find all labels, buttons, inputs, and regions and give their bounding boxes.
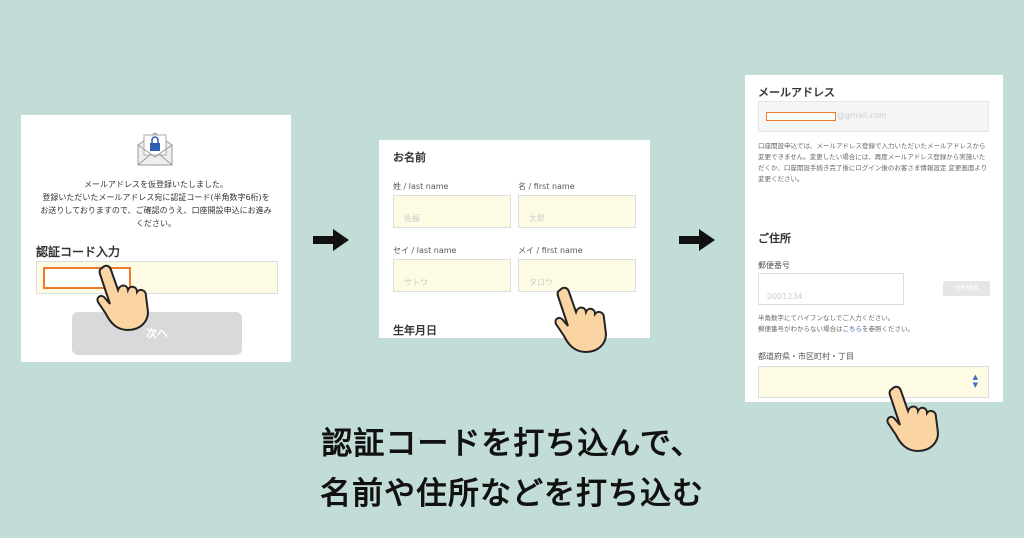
select-arrows-icon: ▲▼ (972, 373, 978, 389)
postal-input[interactable]: 0001234 (758, 273, 904, 305)
placeholder: 0001234 (767, 292, 803, 301)
code-label: 認証コード入力 (36, 245, 121, 259)
postal-label: 郵便番号 (758, 261, 790, 270)
message-line: お送りしておりますので、ご確認のうえ、口座開設申込にお進み (40, 206, 272, 215)
email-title: メールアドレス (758, 86, 835, 99)
email-highlight (766, 112, 836, 121)
address-title: ご住所 (758, 232, 791, 245)
name-entry-screen: お名前 姓 / last name 名 / first name 佐藤 太郎 セ… (379, 140, 650, 338)
birthdate-title: 生年月日 (393, 324, 437, 337)
last-name-input[interactable]: 佐藤 (393, 195, 511, 228)
next-button[interactable]: 次へ (72, 312, 242, 355)
placeholder: 太郎 (529, 214, 545, 223)
placeholder: タロウ (529, 278, 553, 287)
first-name-label: 名 / first name (518, 182, 575, 191)
postal-note-text: を参照ください。 (862, 325, 914, 333)
address-entry-screen: メールアドレス @gmail.com 口座開設申込では、メールアドレス登録で入力… (745, 75, 1003, 402)
right-arrow-icon (313, 229, 349, 251)
email-suffix: @gmail.com (837, 111, 887, 120)
placeholder: 佐藤 (404, 214, 420, 223)
name-section-title: お名前 (393, 151, 426, 164)
prefecture-label: 都道府県・市区町村・丁目 (758, 352, 854, 361)
message-line: 登録いただいたメールアドレス宛に認証コード(半角数字6桁)を (42, 193, 270, 202)
first-name-input[interactable]: 太郎 (518, 195, 636, 228)
email-note: 口座開設申込では、メールアドレス登録で入力いただいたメールアドレスから変更できま… (758, 142, 988, 183)
first-name-kana-input[interactable]: タロウ (518, 259, 636, 292)
caption-line-2: 名前や住所などを打ち込む (320, 476, 704, 512)
postal-lookup-link[interactable]: こちら (842, 325, 863, 333)
verification-code-screen: メールアドレスを仮登録いたしました。 登録いただいたメールアドレス宛に認証コード… (21, 115, 291, 362)
message-line: ください。 (136, 219, 176, 228)
message-line: メールアドレスを仮登録いたしました。 (84, 180, 228, 189)
postal-note-text: 郵便番号がわからない場合は (758, 325, 843, 333)
email-field[interactable]: @gmail.com (758, 101, 989, 132)
prefecture-select[interactable]: ▲▼ (758, 366, 989, 398)
code-input[interactable] (36, 261, 278, 294)
last-name-kana-input[interactable]: サトウ (393, 259, 511, 292)
last-name-label: 姓 / last name (393, 182, 449, 191)
locked-envelope-icon (137, 132, 173, 166)
postal-note: 半角数字にてハイフンなしでご入力ください。 (758, 314, 895, 322)
pointing-hand-icon (96, 264, 150, 332)
placeholder: サトウ (404, 278, 428, 287)
pointing-hand-icon (554, 286, 608, 354)
caption-line-1: 認証コードを打ち込んで、 (321, 426, 703, 462)
pointing-hand-icon (886, 385, 940, 453)
address-search-button[interactable]: 住所検索 (943, 281, 990, 296)
first-name-kana-label: メイ / first name (518, 246, 583, 255)
last-name-kana-label: セイ / last name (393, 246, 457, 255)
right-arrow-icon (679, 229, 715, 251)
